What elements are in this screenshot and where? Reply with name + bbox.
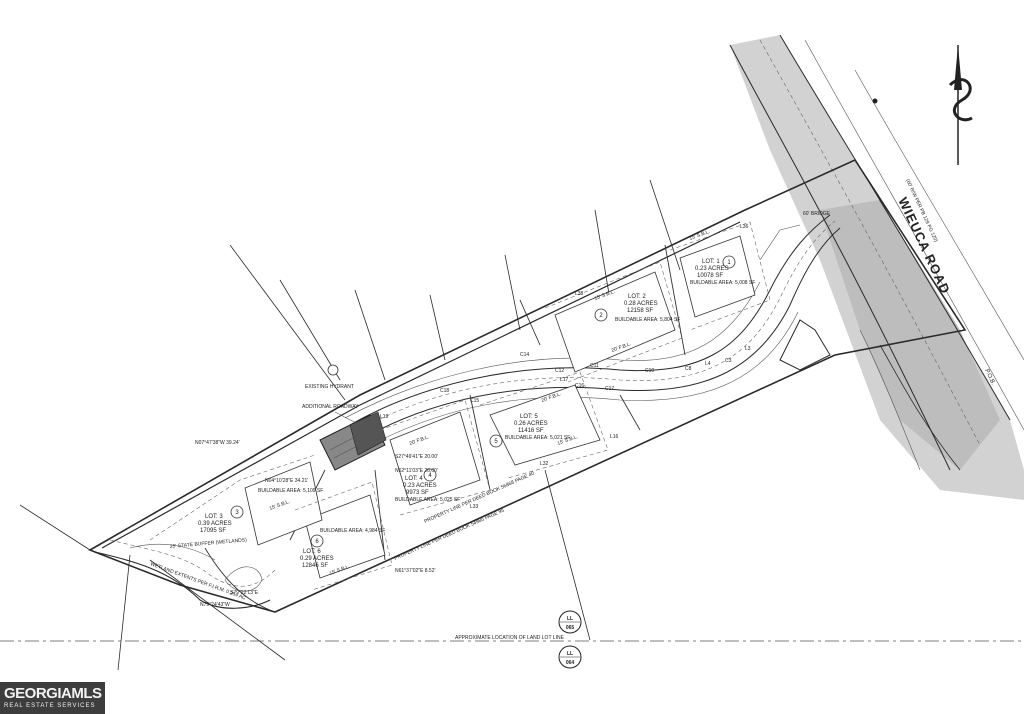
svg-text:0.23 ACRES: 0.23 ACRES <box>403 483 437 489</box>
svg-text:L3: L3 <box>745 346 751 352</box>
lot-number-markers: 1 2 3 4 5 6 <box>230 255 736 548</box>
interior-roadway <box>344 214 841 449</box>
lot-2-number: 2 <box>599 313 603 319</box>
lot-6-number: 6 <box>315 539 319 545</box>
lot-3-number: 3 <box>235 510 239 516</box>
svg-text:12158 SF: 12158 SF <box>627 308 653 314</box>
svg-text:BUILDABLE AREA: 4,984 SF: BUILDABLE AREA: 4,984 SF <box>320 528 385 534</box>
svg-text:C16: C16 <box>575 383 584 389</box>
svg-text:L36: L36 <box>740 224 749 230</box>
svg-text:L17: L17 <box>560 377 569 383</box>
curve-labels: C11 C12 C14 C10 C8 C16 C17 L17 C15 C18 L… <box>380 224 751 510</box>
buffer-note: 25' STATE BUFFER (WETLANDS) <box>170 537 248 550</box>
svg-text:17095 SF: 17095 SF <box>200 528 226 534</box>
lot-5-label: LOT: 5 0.26 ACRES 11416 SF BUILDABLE ARE… <box>505 414 570 441</box>
svg-text:S79°22'13"E: S79°22'13"E <box>230 590 259 596</box>
svg-text:C11: C11 <box>590 363 599 369</box>
svg-text:10078 SF: 10078 SF <box>697 273 723 279</box>
parcel-boundary <box>88 158 967 613</box>
watermark-main: GEORGIAMLS <box>4 685 102 702</box>
svg-text:0.28 ACRES: 0.28 ACRES <box>624 301 658 307</box>
svg-text:C12: C12 <box>555 368 564 374</box>
svg-text:L38: L38 <box>575 291 584 297</box>
svg-text:N62°11'03"E 20.00': N62°11'03"E 20.00' <box>395 468 438 474</box>
bridge-note: 60' BRIDGE <box>803 211 831 217</box>
svg-text:C18: C18 <box>440 388 449 394</box>
svg-text:L32: L32 <box>540 461 549 467</box>
svg-text:0.23 ACRES: 0.23 ACRES <box>695 266 729 272</box>
svg-text:C14: C14 <box>520 352 529 358</box>
watermark-sub: REAL ESTATE SERVICES <box>4 703 96 709</box>
svg-text:065: 065 <box>566 625 575 631</box>
adjoining-lot-lines <box>19 179 681 671</box>
svg-text:C3: C3 <box>725 358 732 364</box>
svg-text:N79°24'43"W: N79°24'43"W <box>200 602 230 608</box>
svg-text:12846 SF: 12846 SF <box>302 563 328 569</box>
svg-text:L4: L4 <box>705 361 711 367</box>
svg-text:N61°37'02"E 8.52': N61°37'02"E 8.52' <box>395 568 435 574</box>
property-line-note-1: PROPERTY LINE PER DEED BOOK 54985 PAGE 9… <box>393 508 505 562</box>
svg-text:0.39 ACRES: 0.39 ACRES <box>198 521 232 527</box>
svg-text:LL: LL <box>567 616 573 622</box>
hydrant-note: EXISTING HYDRANT <box>305 384 354 390</box>
lot-1-label: LOT: 1 0.23 ACRES 10078 SF BUILDABLE ARE… <box>690 259 755 286</box>
lot-6-label: LOT: 6 0.29 ACRES 12846 SF BUILDABLE ARE… <box>300 528 385 569</box>
lot-4-number: 4 <box>428 473 432 479</box>
lot-1-number: 1 <box>727 260 731 266</box>
svg-text:BUILDABLE AREA: 5,804 SF: BUILDABLE AREA: 5,804 SF <box>615 317 680 323</box>
svg-text:L19: L19 <box>380 414 389 420</box>
access-strip <box>319 411 387 471</box>
svg-text:LOT: 5: LOT: 5 <box>520 414 538 420</box>
setback-lines <box>149 221 771 591</box>
svg-text:0.29 ACRES: 0.29 ACRES <box>300 556 334 562</box>
svg-text:L33: L33 <box>470 504 479 510</box>
georgiamls-watermark: GEORGIAMLS REAL ESTATE SERVICES <box>0 682 105 714</box>
lot-5-number: 5 <box>494 439 498 445</box>
lot-3-label: LOT: 3 0.39 ACRES 17095 SF BUILDABLE ARE… <box>198 488 323 534</box>
svg-text:C8: C8 <box>685 366 692 372</box>
svg-text:S27°49'41"E 20.00': S27°49'41"E 20.00' <box>395 454 438 460</box>
svg-text:LOT: 6: LOT: 6 <box>303 549 321 555</box>
land-lot-marker-upper: LL 065 <box>558 610 582 634</box>
svg-text:LOT: 1: LOT: 1 <box>702 259 720 265</box>
svg-text:LOT: 4: LOT: 4 <box>405 476 423 482</box>
svg-text:0.26 ACRES: 0.26 ACRES <box>514 421 548 427</box>
north-arrow-icon <box>872 45 973 165</box>
svg-text:11416 SF: 11416 SF <box>518 428 544 434</box>
svg-text:C10: C10 <box>645 368 654 374</box>
svg-text:N04°10'28"E 34.21': N04°10'28"E 34.21' <box>265 478 308 484</box>
land-lot-line-note: APPROXIMATE LOCATION OF LAND LOT LINE <box>455 635 565 641</box>
svg-text:LOT: 2: LOT: 2 <box>628 294 646 300</box>
svg-text:N07°47'38"W 39.24': N07°47'38"W 39.24' <box>195 440 240 446</box>
svg-text:BUILDABLE AREA: 5,109 SF: BUILDABLE AREA: 5,109 SF <box>258 488 323 494</box>
svg-text:C15: C15 <box>470 398 479 404</box>
lot-4-label: LOT: 4 0.23 ACRES 9973 SF BUILDABLE AREA… <box>395 476 460 503</box>
svg-text:C17: C17 <box>605 386 614 392</box>
svg-text:15' S.B.L.: 15' S.B.L. <box>689 229 711 242</box>
roadway-note: ADDITIONAL ROADWAY <box>302 404 359 410</box>
buildable-areas <box>244 235 756 579</box>
svg-text:L16: L16 <box>610 434 619 440</box>
svg-text:BUILDABLE AREA: 5,021 SF: BUILDABLE AREA: 5,021 SF <box>505 435 570 441</box>
svg-text:BUILDABLE AREA: 5,008 SF: BUILDABLE AREA: 5,008 SF <box>690 280 755 286</box>
lot-2-label: LOT: 2 0.28 ACRES 12158 SF BUILDABLE ARE… <box>615 294 680 323</box>
svg-text:LOT: 3: LOT: 3 <box>205 514 223 520</box>
road-corridor <box>729 34 1024 500</box>
svg-text:BUILDABLE AREA: 5,025 SF: BUILDABLE AREA: 5,025 SF <box>395 497 460 503</box>
svg-text:9973 SF: 9973 SF <box>406 490 429 496</box>
land-lot-marker-lower: LL 064 <box>558 645 582 669</box>
svg-text:LL: LL <box>567 651 573 657</box>
bearing-labels: N07°47'38"W 39.24' S27°49'41"E 20.00' N6… <box>195 440 438 608</box>
svg-text:064: 064 <box>566 660 575 666</box>
